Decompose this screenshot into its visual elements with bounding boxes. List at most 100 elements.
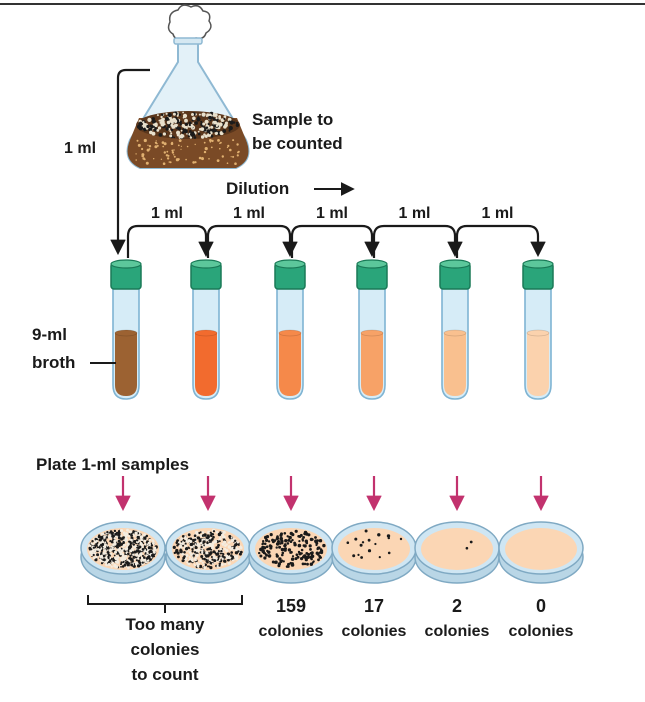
bacteria-speck [219,142,221,145]
colony [179,545,183,549]
colony [207,547,211,551]
bacteria-speck [147,144,149,146]
colony [361,541,365,544]
colony [234,539,237,542]
first-transfer-label: 1 ml [64,140,96,157]
colony [228,535,232,538]
colony [218,540,221,543]
colony [309,562,313,566]
colony [196,563,200,566]
bacteria-speck [210,146,213,149]
colony [263,556,267,560]
colony [89,551,92,554]
colony [225,543,228,546]
colony [209,531,212,534]
colony [217,544,220,547]
colony [188,547,191,550]
bacteria-speck [204,147,208,151]
colony [189,542,193,547]
colony [88,546,92,550]
colony [107,563,111,566]
colony [188,556,191,559]
bacteria-speck [141,147,144,151]
bacteria-speck [215,124,218,127]
colony [231,546,235,550]
colony [208,542,212,547]
bacteria-speck [169,134,173,138]
colony [262,551,266,555]
colony [125,532,129,536]
colony [303,544,307,548]
colony [113,537,116,540]
colony [205,554,208,558]
colony [127,546,131,549]
colony [277,540,280,543]
bacteria-speck [182,124,185,127]
transfer-arrow [290,224,380,258]
bacteria-speck [138,121,143,127]
colony [195,561,198,564]
colony [226,554,229,557]
colony [193,563,196,566]
bacteria-speck [192,161,195,164]
colony [304,539,308,543]
colony [141,561,144,564]
bacteria-speck [180,145,182,147]
colony [92,553,95,557]
colony [230,551,233,554]
bacteria-speck [148,127,153,132]
colony [298,552,302,556]
colony [314,536,317,539]
colony [286,542,290,545]
bacteria-speck [150,124,154,129]
colony [106,546,110,550]
too-many-bracket [87,595,243,613]
colony [267,554,272,558]
bacteria-speck [142,157,145,160]
colony [191,550,194,553]
bacteria-speck [172,112,176,116]
colony [217,532,222,537]
colony [103,539,107,542]
bacteria-speck [220,123,223,125]
colony [129,549,133,553]
bacteria-speck [170,123,174,127]
bacteria-speck [201,157,203,159]
colony [94,550,97,553]
colony [106,551,110,554]
colony [152,540,155,543]
colony [283,547,287,551]
colony [187,533,191,537]
colony [202,540,206,544]
colony [291,555,295,558]
colony [215,546,219,550]
test-tube [274,259,306,400]
colony [136,535,140,540]
plate-agar [255,528,327,570]
colony [198,564,203,569]
colony [188,561,191,563]
bacteria-speck [182,113,188,118]
colony [239,545,242,548]
colony [133,558,136,561]
colony [92,546,95,549]
bacteria-speck [175,158,179,162]
colony [290,550,293,554]
colony [277,562,281,566]
colony [123,563,127,567]
bacteria-speck [221,121,224,124]
colony [146,543,149,546]
bacteria-speck [162,132,166,136]
bacteria-speck [155,140,157,142]
bacteria-speck [190,132,195,137]
bacteria-speck [192,122,195,124]
colony [320,549,324,553]
test-tube [356,259,388,400]
colony [219,537,222,540]
bacteria-speck [160,158,163,160]
colony [120,542,123,546]
colony [104,541,107,544]
colony [223,540,226,544]
bacteria-speck [154,141,157,144]
